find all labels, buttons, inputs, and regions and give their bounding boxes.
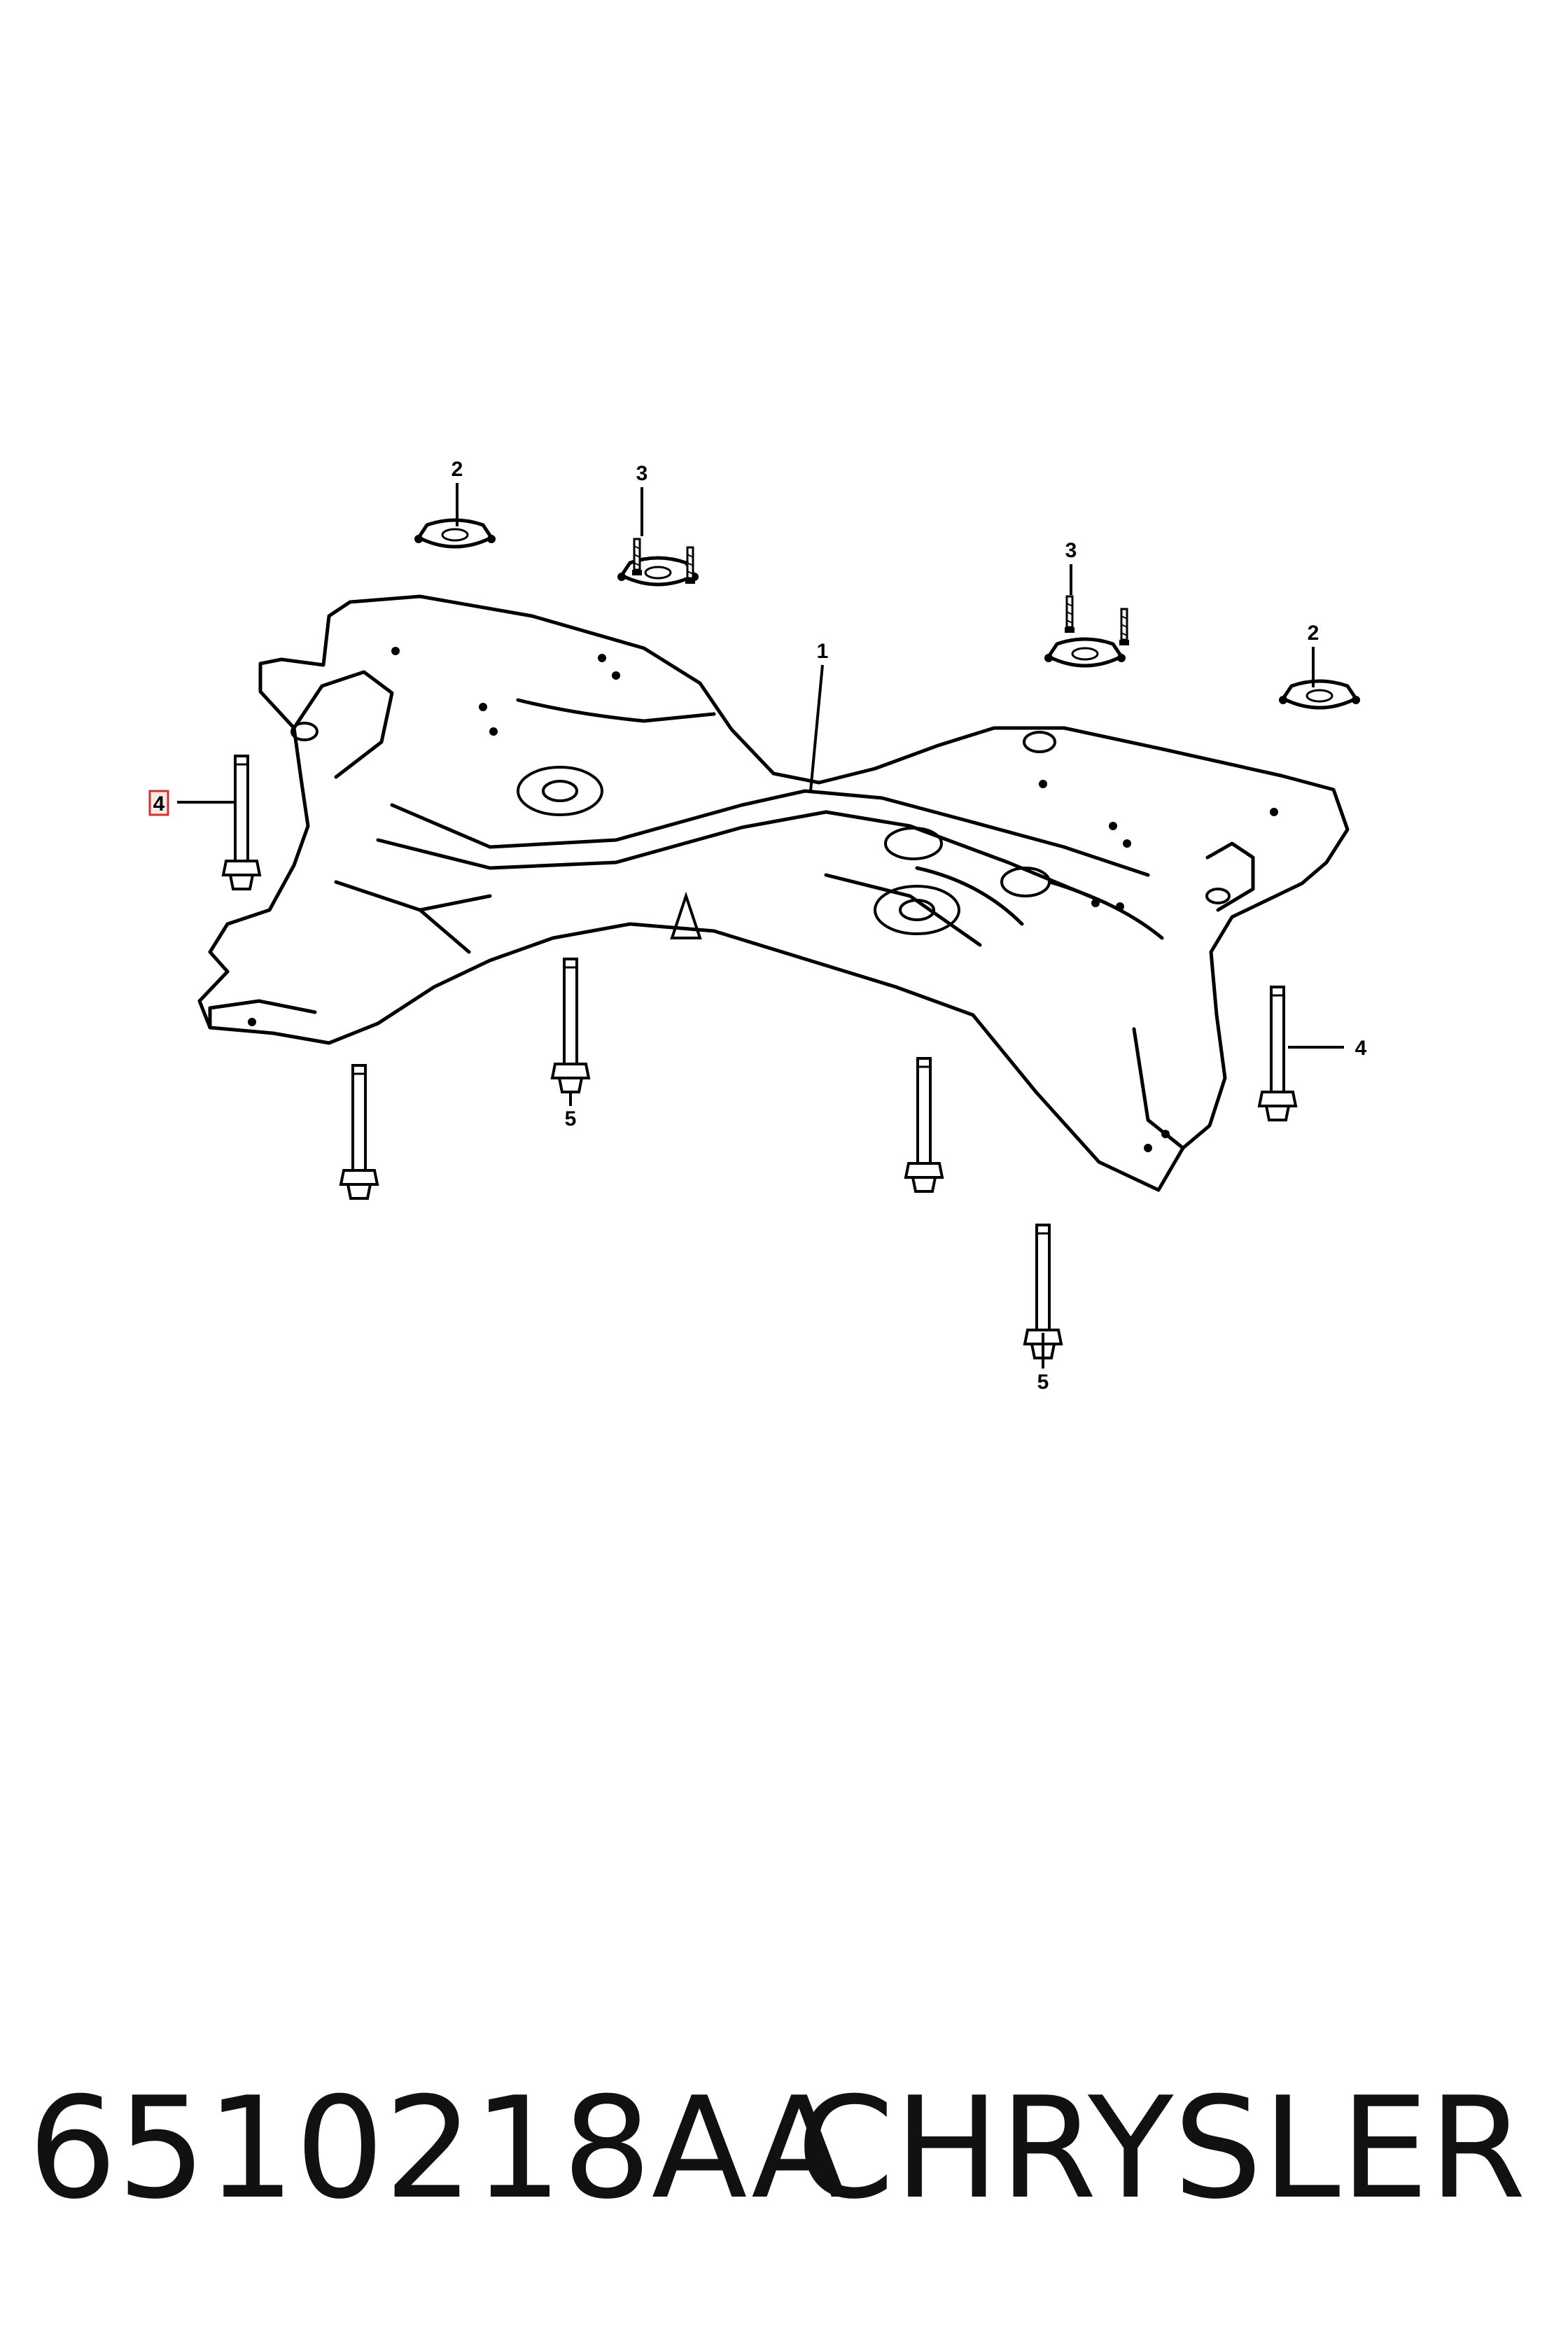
crossmember-frame — [197, 594, 1350, 1192]
leader-lines — [177, 483, 1344, 1368]
washer-left — [414, 520, 496, 547]
screw-right-a — [1063, 595, 1076, 634]
bolt-5-mid — [904, 1057, 944, 1193]
crossmember-holes — [248, 647, 1278, 1152]
part-number: 6510218AA — [28, 2067, 847, 2230]
label-2-left: 2 — [451, 458, 463, 481]
label-4-highlight — [148, 790, 169, 816]
label-3-left: 3 — [636, 462, 648, 485]
bolt-5-left — [340, 1064, 379, 1200]
label-3-right: 3 — [1065, 539, 1077, 562]
bolt-5-center — [551, 958, 590, 1093]
label-5-center: 5 — [565, 1107, 577, 1130]
screw-right-b — [1118, 608, 1130, 647]
label-4-left: 4 — [153, 792, 165, 816]
screw-plate-right — [1044, 639, 1126, 666]
label-2-right: 2 — [1308, 622, 1320, 645]
screw-left-a — [631, 538, 643, 577]
label-4-right: 4 — [1355, 1037, 1367, 1060]
label-1: 1 — [817, 640, 829, 663]
bolt-4-right — [1258, 986, 1297, 1121]
brand-name: CHRYSLER — [796, 2067, 1526, 2230]
screw-left-b — [684, 546, 696, 585]
bolt-4-left — [222, 755, 261, 890]
label-5-right: 5 — [1037, 1371, 1049, 1394]
crossmember-mounts — [290, 722, 1231, 939]
washer-right — [1279, 681, 1360, 708]
